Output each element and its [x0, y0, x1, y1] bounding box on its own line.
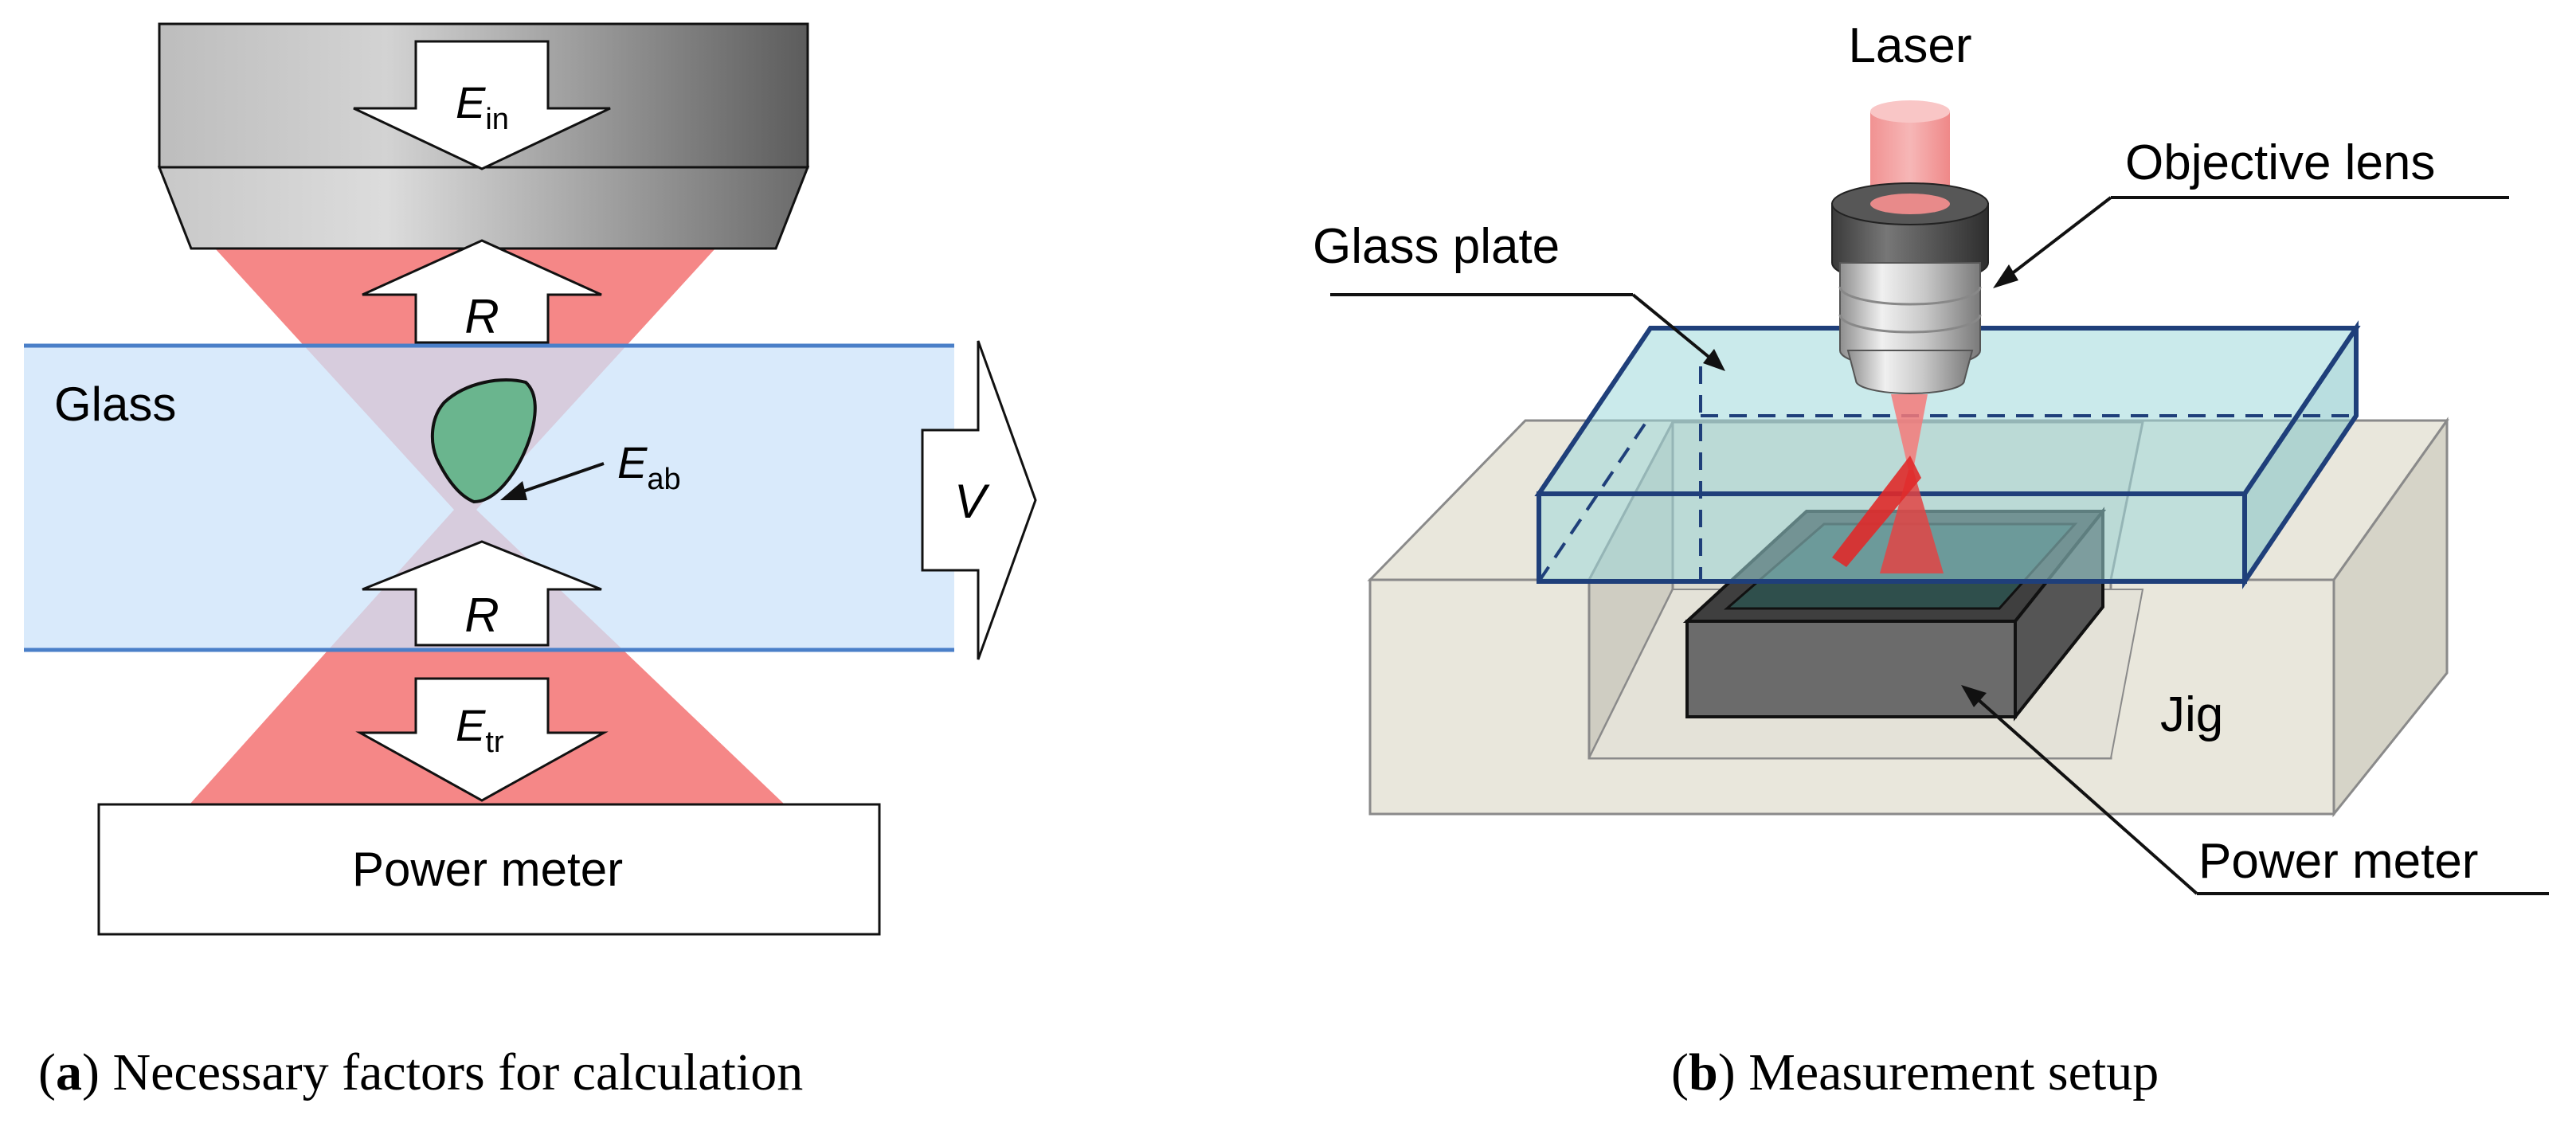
objective-lens-label: Objective lens [2125, 135, 2435, 190]
absorption-pointer-head [500, 481, 527, 500]
power-meter-label-b: Power meter [2198, 834, 2478, 889]
glass-plate-hidden-edge-3 [1537, 414, 1652, 583]
caption-a: (a) Necessary factors for calculation [38, 1043, 803, 1101]
reflection-arrow-bottom [362, 540, 602, 647]
reflection-label-bottom: R [464, 589, 499, 642]
lens-band-2 [1838, 314, 1982, 334]
jig-label: Jig [2160, 687, 2223, 742]
transmitted-beam-cone [190, 510, 785, 804]
caption-b: (b) Measurement setup [1671, 1043, 2159, 1101]
absorption-region [430, 378, 537, 504]
focused-beam-upper [1891, 394, 1928, 470]
glass-plate-leader [1631, 293, 1714, 362]
energy-transmitted-arrow [355, 677, 609, 802]
power-meter-front [1685, 620, 2017, 718]
power-meter-box [97, 803, 881, 936]
energy-in-label: Ein [456, 77, 509, 136]
laser-label: Laser [1848, 18, 1971, 73]
jig-side-face [2332, 417, 2449, 818]
lens-nose [1846, 350, 1974, 394]
reflection-label-top: R [464, 290, 499, 343]
laser-beam-top [1870, 100, 1950, 123]
objective-tip [157, 166, 810, 250]
energy-transmitted-label: Etr [456, 700, 504, 759]
energy-in-arrow [353, 40, 611, 170]
energy-absorbed-label: Eab [617, 437, 681, 496]
glass-plate-side [2242, 320, 2359, 589]
objective-lens-leader [2006, 196, 2112, 279]
power-meter-label: Power meter [352, 843, 623, 896]
glass-label: Glass [54, 378, 176, 431]
velocity-label: V [954, 475, 990, 528]
glass-plate-label: Glass plate [1313, 219, 1560, 274]
lens-aperture [1870, 194, 1950, 214]
glass-plate-arrowhead [1703, 349, 1725, 371]
reflection-arrow-top [362, 239, 602, 344]
panel-b: Laser Objective lens Glass plate Jig Pow… [1313, 18, 2549, 1101]
processed-trace [1832, 456, 1921, 567]
absorption-pointer-line [511, 462, 605, 497]
lens-band-1 [1838, 286, 1982, 306]
focused-beam-lower [1880, 470, 1944, 573]
power-meter-arrowhead [1961, 685, 1987, 707]
objective-lens-arrowhead [1993, 264, 2018, 288]
panel-a: Ein R Glass Eab V R Etr Power meter (a) … [24, 22, 1037, 1101]
power-meter-leader [1969, 691, 2198, 895]
velocity-arrow [921, 340, 1037, 660]
